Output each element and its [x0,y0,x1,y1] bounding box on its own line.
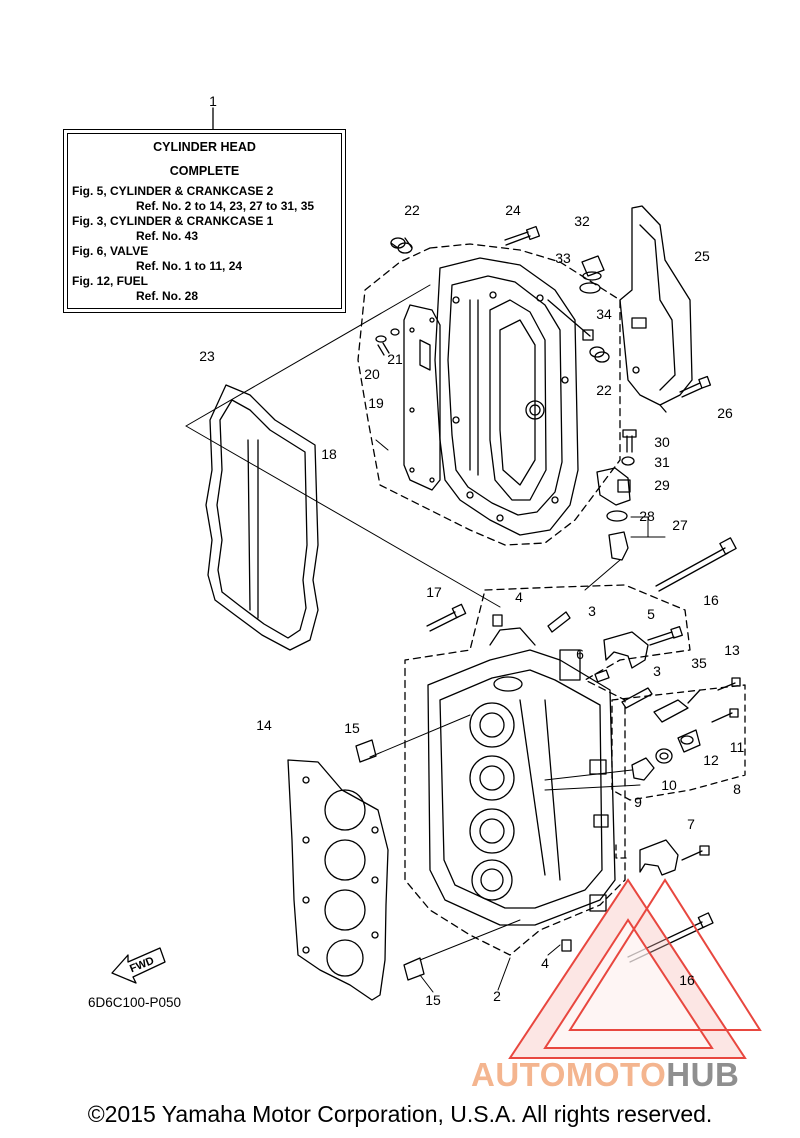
part-label: 29 [654,477,670,493]
ring-10 [655,748,673,764]
dowel-pin-3-top [547,611,571,633]
long-bolt-16-top [655,537,737,592]
part-label: 24 [505,202,521,218]
copyright-notice: ©2015 Yamaha Motor Corporation, U.S.A. A… [87,1101,713,1127]
box-title-line-2: COMPLETE [169,164,240,178]
part-label: 31 [654,454,670,470]
watermark-logo-icon [508,878,762,1059]
pin-6 [594,669,610,683]
watermark-text-a: AUTOMOTO [471,1056,667,1093]
bracket-25 [619,205,693,413]
part-label: 1 [209,93,217,109]
head-gasket-14 [287,759,389,1001]
cap-5 [603,626,683,669]
part-label: 3 [653,663,661,679]
part-label: 4 [541,955,549,971]
part-label: 16 [703,592,719,608]
part-label: 22 [404,202,420,218]
injector-27 [608,531,629,561]
part-label: 32 [574,213,590,229]
screw-20 [375,335,390,356]
cover-plate-19 [403,304,441,491]
bolt-24 [504,225,541,246]
part-label: 22 [596,382,612,398]
part-label: 28 [639,508,655,524]
part-label: 27 [672,517,688,533]
part-label: 34 [596,306,612,322]
part-label: 10 [661,777,677,793]
part-label: 14 [256,717,272,733]
washer-21 [390,328,400,336]
fwd-arrow-icon [111,947,166,984]
box-ref-line: Fig. 12, FUEL [72,274,149,288]
dowel-15-top [355,739,377,763]
bolt-30 [622,429,637,453]
part-label: 21 [387,351,403,367]
sensor-group-outline [611,684,746,801]
assembly-info-box: CYLINDER HEAD COMPLETE Fig. 5, CYLINDER … [63,129,346,313]
box-ref-line: Ref. No. 1 to 11, 24 [136,259,243,273]
cap-7 [639,839,710,876]
o-ring-33 [579,282,601,294]
part-label: 15 [344,720,360,736]
grommet-22-right [589,346,610,363]
part-label: 8 [733,781,741,797]
part-label: 23 [199,348,215,364]
part-label: 15 [425,992,441,1008]
part-label: 12 [703,752,719,768]
fitting-9 [631,757,655,781]
washer-31 [621,456,635,466]
box-ref-line: Ref. No. 43 [136,229,199,243]
sensor-35 [653,689,701,723]
cylinder-head-cover [434,257,594,536]
part-label: 4 [515,589,523,605]
oil-filler-cap-32 [581,255,605,281]
part-label: 6 [576,646,584,662]
part-label: 3 [588,603,596,619]
part-label: 17 [426,584,442,600]
part-label: 26 [717,405,733,421]
part-label: 18 [321,446,337,462]
diagram-code: 6D6C100-P050 [88,995,182,1010]
part-label: 13 [724,642,740,658]
o-ring-28 [606,510,628,522]
plug-4-bottom [561,939,572,952]
watermark-text-b: HUB [666,1056,740,1093]
part-label: 16 [679,972,695,988]
bolt-26 [679,375,712,398]
part-label: 9 [634,794,642,810]
dowel-15-bottom [403,957,425,981]
dowel-pin-3-mid [621,687,653,709]
part-label: 25 [694,248,710,264]
part-label: 7 [687,816,695,832]
box-ref-line: Ref. No. 2 to 14, 23, 27 to 31, 35 [136,199,315,213]
cover-assembly-outline [357,243,621,546]
part-label: 35 [691,655,707,671]
part-label: 11 [729,739,745,755]
part-label: 30 [654,434,670,450]
bolt-17 [426,603,467,632]
plug-4-top [492,614,503,627]
part-label: 19 [368,395,384,411]
cylinder-assembly-outline [404,584,691,956]
cylinder-head-block [427,627,616,926]
part-label: 20 [364,366,380,382]
bolt-11 [711,708,739,723]
part-label: 5 [647,606,655,622]
sensor-29 [596,467,631,506]
box-ref-line: Fig. 5, CYLINDER & CRANKCASE 2 [72,184,274,198]
box-ref-line: Ref. No. 28 [136,289,199,303]
part-label: 2 [493,988,501,1004]
grommet-22-top [390,237,413,254]
box-title-line-1: CYLINDER HEAD [153,140,256,154]
watermark-text: AUTOMOTOHUB [471,1056,739,1094]
cover-gasket-23 [205,384,319,651]
sensor-12 [677,729,701,753]
box-ref-line: Fig. 6, VALVE [72,244,149,258]
part-label: 33 [555,250,571,266]
box-ref-line: Fig. 3, CYLINDER & CRANKCASE 1 [72,214,274,228]
